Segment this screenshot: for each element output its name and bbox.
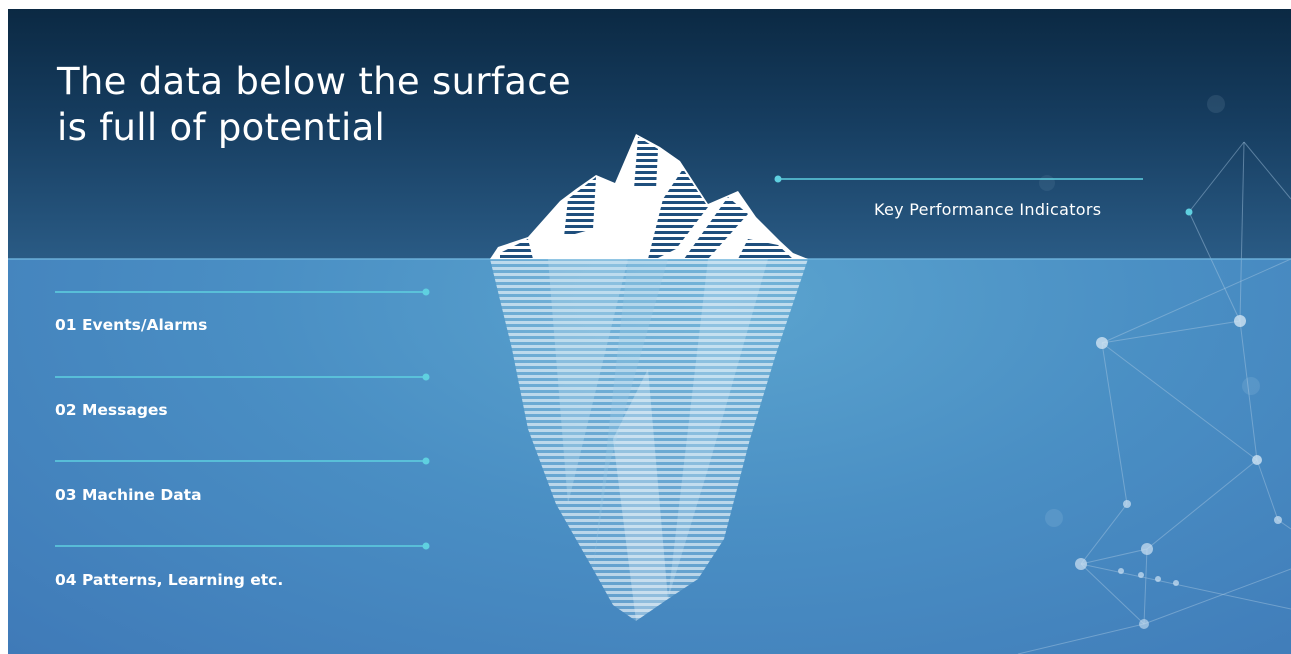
network-decoration [1017, 141, 1291, 654]
iceberg-slide: The data below the surface is full of po… [8, 9, 1291, 654]
slide-title: The data below the surface is full of po… [57, 59, 677, 151]
level-label-machine-data: 03 Machine Data [55, 486, 202, 504]
level-connectors [55, 288, 430, 550]
network-nodes [1039, 95, 1282, 629]
iceberg-scene [8, 95, 1291, 654]
iceberg-underwater [490, 259, 808, 621]
title-line-1: The data below the surface [57, 60, 571, 103]
level-label-messages: 02 Messages [55, 401, 168, 419]
kpi-label: Key Performance Indicators [874, 200, 1102, 219]
iceberg-tip [490, 134, 808, 259]
title-line-2: is full of potential [57, 106, 386, 149]
kpi-connector [774, 175, 1143, 183]
level-label-patterns-learning: 04 Patterns, Learning etc. [55, 571, 284, 589]
level-label-events-alarms: 01 Events/Alarms [55, 316, 208, 334]
